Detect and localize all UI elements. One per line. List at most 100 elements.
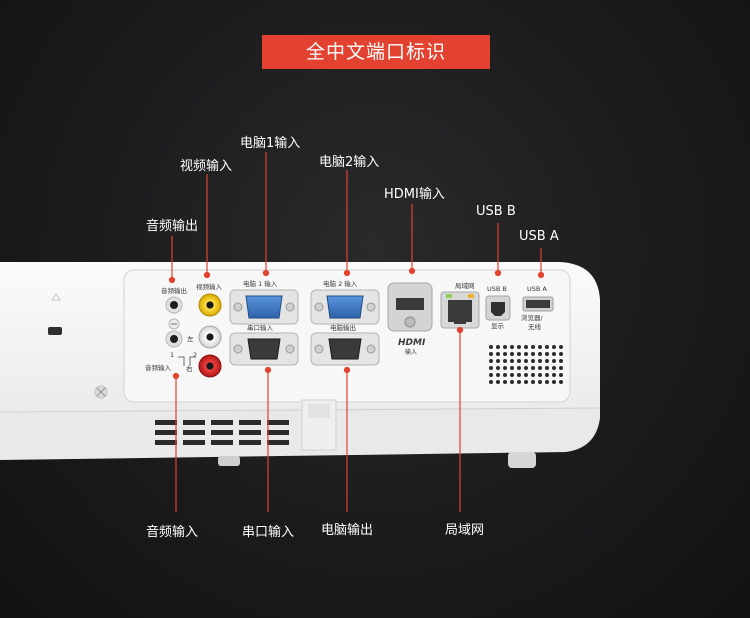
panel-label-right: 右 bbox=[186, 364, 193, 373]
panel-label-left: 左 bbox=[187, 334, 194, 343]
grille-dot bbox=[496, 373, 500, 377]
callout-pc2-in: 电脑2输入 bbox=[319, 155, 380, 170]
grille-dot bbox=[531, 345, 535, 349]
grille-dot bbox=[531, 366, 535, 370]
grille-dot bbox=[559, 359, 563, 363]
rca-audio-white bbox=[198, 325, 222, 349]
panel-label-pc1-in: 电脑 1 输入 bbox=[243, 279, 278, 288]
grille-dot bbox=[538, 380, 542, 384]
panel-label-usb-a: USB A bbox=[527, 285, 547, 293]
grille-dot bbox=[524, 366, 528, 370]
grille-dot bbox=[545, 380, 549, 384]
panel-label-browser: 浏览器/ bbox=[521, 313, 544, 322]
grille-dot bbox=[545, 352, 549, 356]
panel-labels: 音频输出 视频输入 电脑 1 输入 电脑 2 输入 局域网 USB B USB … bbox=[145, 279, 547, 373]
grille-dot bbox=[517, 352, 521, 356]
grille-dot bbox=[503, 345, 507, 349]
grille-dot bbox=[538, 366, 542, 370]
panel-label-audio-in: 音频输入 bbox=[145, 363, 172, 372]
callout-hdmi-in: HDMI输入 bbox=[384, 187, 445, 202]
usb-b-port bbox=[485, 295, 511, 321]
grille-dot bbox=[510, 380, 514, 384]
grille-dot bbox=[524, 352, 528, 356]
usb-a-port bbox=[522, 296, 554, 312]
panel-label-video-in: 视频输入 bbox=[196, 282, 223, 291]
rca-audio-red bbox=[198, 354, 222, 378]
grille-dot bbox=[517, 345, 521, 349]
grille-dot bbox=[496, 345, 500, 349]
grille-dot bbox=[489, 373, 493, 377]
grille-dot bbox=[503, 352, 507, 356]
grille-dot bbox=[517, 359, 521, 363]
callout-lan: 局域网 bbox=[445, 523, 485, 538]
grille-dot bbox=[545, 373, 549, 377]
panel-label-audio-out: 音频输出 bbox=[161, 286, 187, 295]
grille-dot bbox=[496, 366, 500, 370]
grille-dot bbox=[510, 373, 514, 377]
grille-dot bbox=[538, 352, 542, 356]
grille-dot bbox=[538, 373, 542, 377]
callout-usb-a: USB A bbox=[519, 229, 559, 244]
panel-label-usb-b: USB B bbox=[487, 285, 507, 293]
grille-dot bbox=[552, 366, 556, 370]
grille-dot bbox=[489, 345, 493, 349]
grille-dot bbox=[510, 352, 514, 356]
panel-label-num1: 1 bbox=[170, 351, 174, 359]
panel-label-hdmi-logo: HDMI bbox=[398, 338, 426, 348]
grille-dot bbox=[552, 380, 556, 384]
panel-label-hdmi-sub: 输入 bbox=[405, 348, 417, 356]
callout-video-in: 视频输入 bbox=[180, 159, 233, 174]
grille-dot bbox=[552, 373, 556, 377]
grille-dot bbox=[552, 352, 556, 356]
grille-dot bbox=[538, 345, 542, 349]
grille-dot bbox=[489, 380, 493, 384]
grille-dot bbox=[559, 352, 563, 356]
lan-port bbox=[440, 291, 480, 329]
grille-dot bbox=[559, 345, 563, 349]
grille-dot bbox=[489, 366, 493, 370]
panel-label-num2: 2 bbox=[193, 351, 197, 359]
panel-label-serial-in: 串口输入 bbox=[247, 323, 274, 332]
grille-dot bbox=[559, 366, 563, 370]
vga-pc1-input bbox=[229, 289, 299, 325]
callout-pc-out: 电脑输出 bbox=[321, 523, 374, 538]
grille-dot bbox=[503, 373, 507, 377]
grille-dot bbox=[496, 352, 500, 356]
grille-dot bbox=[552, 359, 556, 363]
callout-lines bbox=[168, 152, 545, 512]
grille-dot bbox=[545, 345, 549, 349]
grille-dot bbox=[517, 373, 521, 377]
serial-input-port bbox=[229, 332, 299, 366]
callout-pc1-in: 电脑1输入 bbox=[240, 136, 301, 151]
hdmi-port bbox=[387, 282, 433, 332]
grille-dot bbox=[524, 359, 528, 363]
grille-dot bbox=[517, 380, 521, 384]
grille-dot bbox=[524, 345, 528, 349]
grille-dot bbox=[545, 366, 549, 370]
bottom-vent bbox=[155, 420, 289, 445]
grille-dot bbox=[510, 345, 514, 349]
callout-usb-b: USB B bbox=[476, 204, 516, 219]
grille-dot bbox=[559, 373, 563, 377]
grille-dot bbox=[545, 359, 549, 363]
grille-dot bbox=[496, 380, 500, 384]
panel-label-lan: 局域网 bbox=[455, 281, 475, 290]
grille-dot bbox=[496, 359, 500, 363]
panel-label-display: 显示 bbox=[491, 322, 505, 330]
callout-serial-in: 串口输入 bbox=[242, 525, 295, 540]
grille-dot bbox=[503, 359, 507, 363]
vga-pc-output bbox=[310, 332, 380, 366]
vga-pc2-input bbox=[310, 289, 380, 325]
grille-dot bbox=[503, 380, 507, 384]
grille-dot bbox=[524, 380, 528, 384]
callout-audio-out: 音频输出 bbox=[146, 219, 199, 234]
grille-dot bbox=[503, 366, 507, 370]
grille-dot bbox=[510, 359, 514, 363]
rca-video-yellow bbox=[198, 293, 222, 317]
panel-label-wireless: 无线 bbox=[528, 322, 542, 331]
grille-dot bbox=[559, 380, 563, 384]
grille-dot bbox=[538, 359, 542, 363]
grille-dot bbox=[552, 345, 556, 349]
